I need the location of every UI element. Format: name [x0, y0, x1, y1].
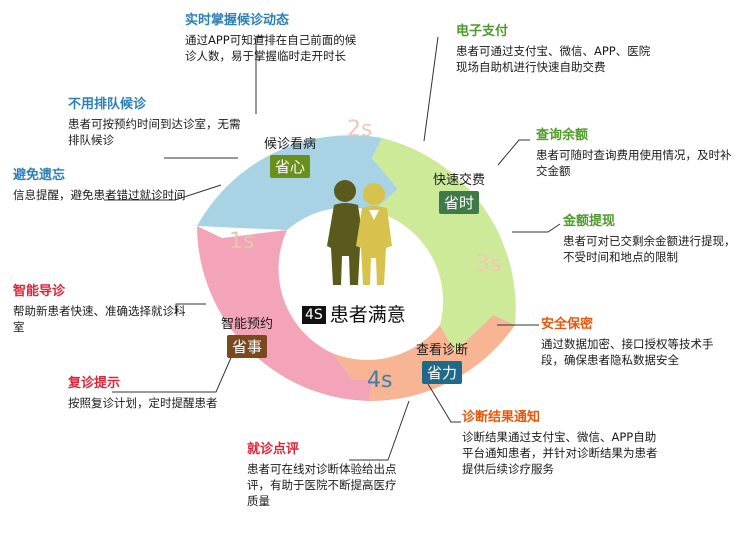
callout-smart-guidance: 智能导诊 帮助新患者快速、准确选择就诊科室 — [13, 284, 193, 335]
segment-name: 候诊看病 — [264, 137, 317, 152]
callout-withdrawal: 金额提现 患者可对已交剩余金额进行提现，不受时间和地点的限制 — [563, 214, 743, 265]
connector-line — [349, 400, 410, 461]
segment-tag: 省事 — [227, 335, 268, 358]
segment-label-diagnosis: 查看诊断 省力 — [416, 339, 468, 384]
step-number-4s: 4s — [367, 368, 393, 393]
callout-avoid-forgetting: 避免遗忘 信息提醒，避免患者错过就诊时间 — [13, 168, 193, 203]
callout-body: 患者可按预约时间到达诊室，无需排队候诊 — [68, 117, 241, 147]
connector-line — [497, 139, 530, 166]
segment-tag: 省心 — [270, 155, 311, 178]
segment-name: 智能预约 — [221, 317, 274, 332]
callout-body: 患者可通过支付宝、微信、APP、医院现场自助机进行快速自助交费 — [456, 44, 651, 74]
callout-body: 患者可对已交剩余金额进行提现，不受时间和地点的限制 — [563, 234, 736, 264]
connector-line — [255, 36, 266, 114]
step-number-3s: 3s — [476, 252, 502, 277]
callout-followup-reminder: 复诊提示 按照复诊计划，定时提醒患者 — [68, 376, 228, 411]
connector-line — [104, 184, 222, 201]
connector-lines — [104, 36, 561, 461]
callout-title: 金额提现 — [563, 214, 616, 229]
callout-title: 安全保密 — [541, 317, 594, 332]
segment-label-payment: 快速交费 省时 — [433, 169, 485, 214]
callout-title: 实时掌握候诊动态 — [185, 13, 290, 28]
segment-label-waiting: 候诊看病 省心 — [264, 133, 316, 178]
connector-line — [512, 223, 561, 233]
callout-body: 患者可在线对诊断体验给出点评，有助于医院不断提高医疗质量 — [247, 462, 397, 508]
center-badge: 4S — [302, 306, 326, 324]
callout-title: 电子支付 — [456, 24, 509, 39]
callout-balance-query: 查询余额 患者可随时查询费用使用情况，及时补交金额 — [536, 128, 736, 179]
callout-body: 信息提醒，避免患者错过就诊时间 — [13, 188, 186, 202]
callout-title: 就诊点评 — [247, 442, 300, 457]
callout-title: 不用排队候诊 — [68, 97, 147, 112]
segment-pink-ring — [197, 226, 373, 401]
segment-tag: 省时 — [439, 191, 480, 214]
callout-title: 查询余额 — [536, 128, 589, 143]
callout-review: 就诊点评 患者可在线对诊断体验给出点评，有助于医院不断提高医疗质量 — [247, 442, 402, 509]
step-number-1s: 1s — [229, 229, 255, 254]
callout-title: 诊断结果通知 — [462, 410, 541, 425]
segment-orange-ring — [332, 315, 515, 402]
callout-body: 通过数据加密、接口授权等技术手段，确保患者隐私数据安全 — [541, 337, 714, 367]
patient-figures-icon — [327, 180, 392, 285]
callout-body: 患者可随时查询费用使用情况，及时补交金额 — [536, 148, 732, 178]
segment-tag: 省力 — [422, 361, 463, 384]
connector-line — [112, 343, 238, 393]
segment-name: 查看诊断 — [416, 343, 469, 358]
connector-line — [175, 303, 206, 314]
callout-security: 安全保密 通过数据加密、接口授权等技术手段，确保患者隐私数据安全 — [541, 317, 731, 368]
connector-line — [427, 383, 461, 423]
connector-line — [423, 36, 439, 142]
callout-diagnosis-notice: 诊断结果通知 诊断结果通过支付宝、微信、APP自助平台通知患者，并针对诊断结果为… — [462, 410, 667, 477]
callout-body: 通过APP可知道排在自己前面的候诊人数，易于掌握临时走开时长 — [185, 33, 357, 63]
segment-green-ring — [372, 138, 516, 352]
callout-title: 智能导诊 — [13, 284, 66, 299]
callout-body: 按照复诊计划，定时提醒患者 — [68, 396, 218, 410]
step-number-2s: 2s — [347, 117, 373, 142]
callout-title: 避免遗忘 — [13, 168, 66, 183]
callout-waiting-status: 实时掌握候诊动态 通过APP可知道排在自己前面的候诊人数，易于掌握临时走开时长 — [185, 13, 365, 64]
callout-title: 复诊提示 — [68, 376, 121, 391]
callout-no-queue: 不用排队候诊 患者可按预约时间到达诊室，无需排队候诊 — [68, 97, 248, 148]
segment-label-appointment: 智能预约 省事 — [221, 313, 273, 358]
callout-body: 帮助新患者快速、准确选择就诊科室 — [13, 304, 186, 334]
segment-name: 快速交费 — [433, 173, 486, 188]
callout-body: 诊断结果通过支付宝、微信、APP自助平台通知患者，并针对诊断结果为患者提供后续诊… — [462, 430, 658, 476]
callout-electronic-payment: 电子支付 患者可通过支付宝、微信、APP、医院现场自助机进行快速自助交费 — [456, 24, 656, 75]
center-title-text: 患者满意 — [329, 304, 406, 326]
